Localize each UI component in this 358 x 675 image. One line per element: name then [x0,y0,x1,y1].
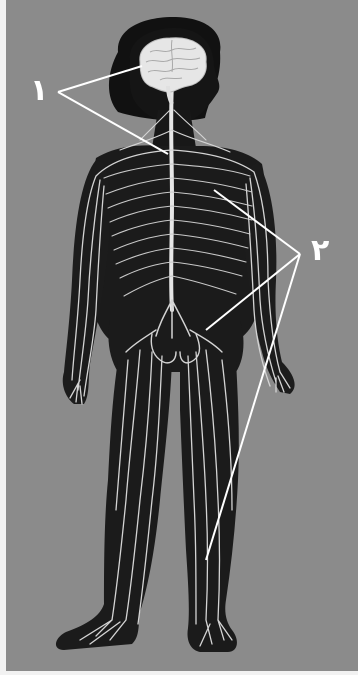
right-leg [180,360,239,652]
label-one: ١ [30,76,48,106]
neck [152,110,196,148]
label-two: ٢ [311,236,329,266]
